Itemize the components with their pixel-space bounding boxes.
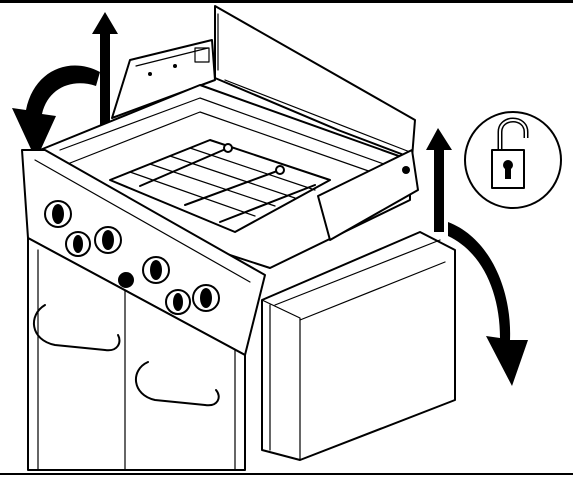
lid-lift-arrow (12, 12, 118, 160)
left-door-handle[interactable] (32, 304, 121, 352)
igniter-button[interactable] (118, 272, 134, 288)
arrow-up-icon (92, 12, 118, 128)
right-door-handle[interactable] (134, 361, 220, 407)
left-side-shelf (111, 39, 216, 119)
back-panel (214, 5, 416, 159)
curved-arrow-icon (448, 222, 528, 386)
control-panel (21, 149, 266, 356)
unlock-icon (464, 111, 562, 209)
curved-arrow-icon (12, 65, 100, 160)
burner-knobs (44, 200, 220, 315)
cart-body (27, 237, 246, 471)
right-side-shelf (261, 149, 456, 461)
arrow-up-icon (426, 128, 452, 232)
shelf-fold-arrows (426, 128, 528, 386)
cooking-grates (109, 139, 331, 233)
